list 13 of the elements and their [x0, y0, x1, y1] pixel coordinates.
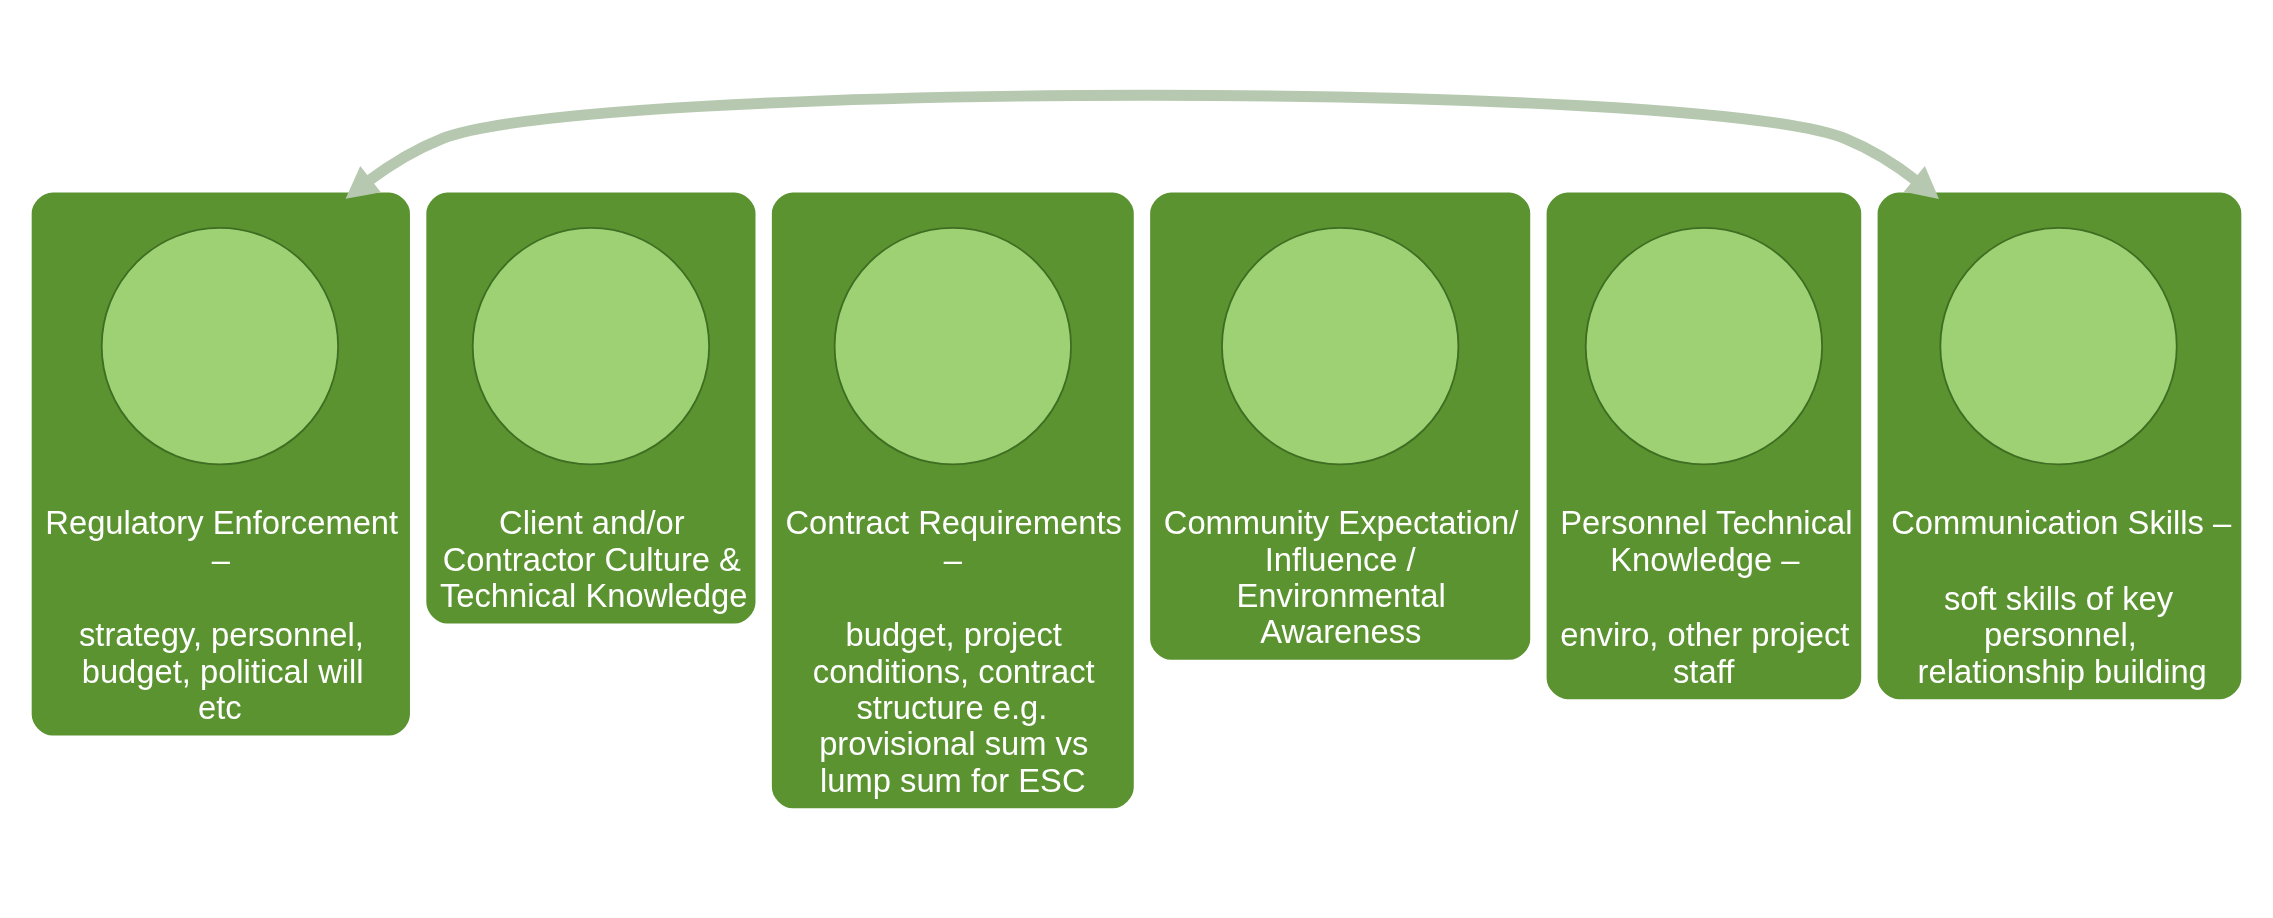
cluster: Community Expectation/ Influence / Environmental Awareness — [1148, 190, 1533, 662]
cluster: Regulatory Enforcement – strategy, personnel, budget, political will etc — [29, 190, 412, 737]
cluster: Personnel Technical Knowledge – enviro, other project staff — [1544, 190, 1864, 701]
node-circle — [833, 226, 1072, 465]
cluster: Contract Requirements – budget, project conditions, contract structure e.g. provisional sum vs lump sum for ESC — [770, 190, 1136, 810]
node-circle — [471, 226, 711, 465]
cluster: Communication Skills – soft skills of key personnel, relationship building — [1875, 190, 2244, 701]
node-circle — [1221, 226, 1460, 465]
cluster: Client and/or Contractor Culture & Technical Knowledge — [424, 190, 758, 625]
arrow — [345, 89, 1939, 199]
node-circle — [100, 226, 340, 465]
node-circle — [1939, 226, 2178, 465]
node-circle — [1584, 226, 1824, 465]
